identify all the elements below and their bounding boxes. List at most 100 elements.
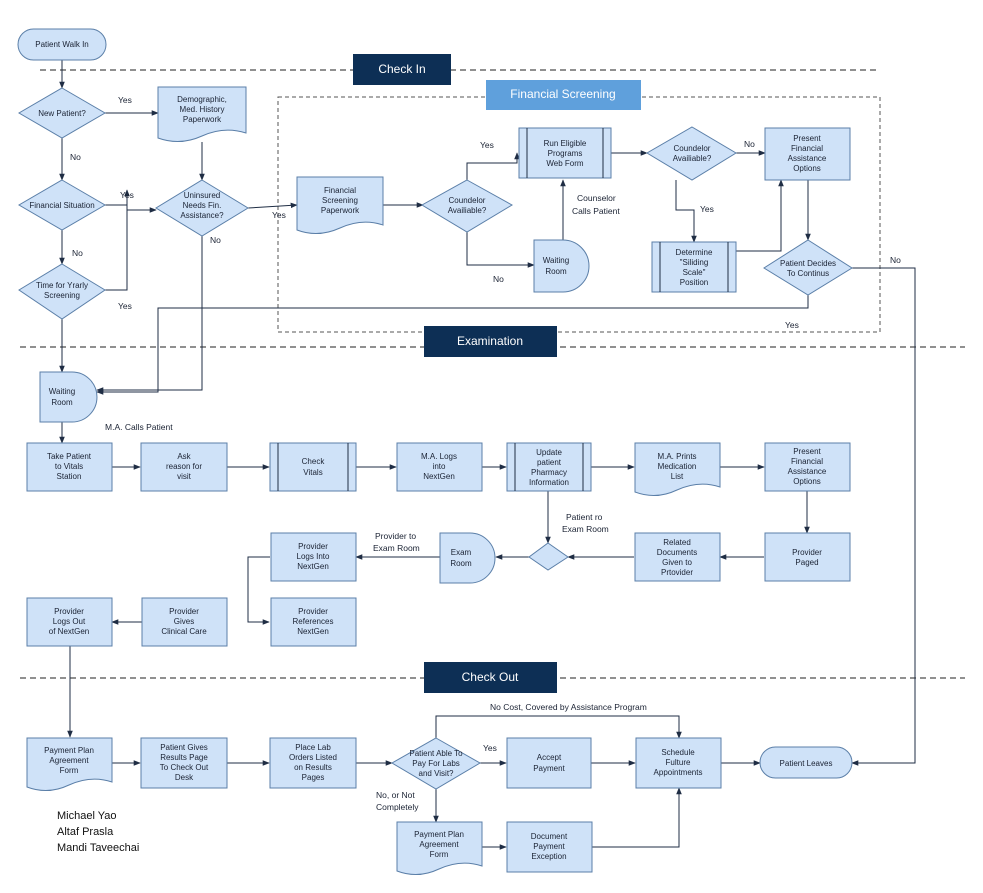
node-determine-line-3: Scale"	[683, 268, 706, 277]
node-provider-paged-line-2: Paged	[795, 558, 818, 567]
node-present-fin-1-line-1: Present	[793, 134, 821, 143]
node-waiting-room-2: Waiting Room	[39, 371, 98, 423]
node-waiting-room-2-line-1: Waiting	[49, 387, 75, 396]
node-accept-payment-line-1: Accept	[537, 753, 562, 762]
node-financial-situation-label: Financial Situation	[29, 201, 94, 210]
node-provider-gives-line-1: Provider	[169, 607, 199, 616]
node-ask-reason-line-2: reason for	[166, 462, 202, 471]
banner-financial-screening: Financial Screening	[486, 80, 641, 110]
node-place-lab-line-1: Place Lab	[295, 743, 331, 752]
node-present-fin-1: Present Financial Assistance Options	[764, 127, 851, 181]
node-provider-references: Provider References NextGen	[270, 597, 357, 647]
node-provider-logs-into-line-3: NextGen	[297, 562, 329, 571]
node-ma-logs-line-2: into	[433, 462, 446, 471]
node-counselor-2-line-1: Coundelor	[674, 144, 711, 153]
node-run-eligible: Run Eligible Programs Web Form	[518, 127, 612, 179]
node-provider-references-line-2: References	[293, 617, 334, 626]
label-yes-new-patient: Yes	[118, 95, 132, 105]
label-provider-to-exam-line-1: Provider to	[375, 531, 416, 541]
node-payment-plan-2-line-1: Payment Plan	[414, 830, 464, 839]
node-counselor-1-line-1: Coundelor	[449, 196, 486, 205]
node-document-payment-line-3: Exception	[531, 852, 566, 861]
author-2: Altaf Prasla	[57, 826, 114, 838]
node-patient-able-pay: Patient Able To Pay For Labs and Visit?	[391, 737, 481, 790]
node-demographic-paperwork: Demographic, Med. History Paperwork	[157, 86, 247, 142]
node-uninsured: Uninsured Needs Fin. Assistance?	[155, 179, 249, 237]
node-provider-logs-into-line-1: Provider	[298, 542, 328, 551]
node-ma-logs-line-3: NextGen	[423, 472, 455, 481]
author-1: Michael Yao	[57, 810, 117, 822]
node-provider-references-line-3: NextGen	[297, 627, 329, 636]
node-waiting-room-1: Waiting Room	[533, 239, 590, 293]
node-uninsured-line-3: Assistance?	[180, 211, 224, 220]
node-take-patient-line-3: Station	[57, 472, 82, 481]
node-waiting-room-1-line-2: Room	[545, 267, 567, 276]
node-new-patient: New Patient?	[18, 87, 106, 139]
label-no-counselor-2: No	[744, 139, 755, 149]
node-ma-prints-line-3: List	[671, 472, 684, 481]
node-provider-gives-line-3: Clinical Care	[161, 627, 207, 636]
node-patient-gives-results: Patient Gives Results Page To Check Out …	[140, 737, 228, 789]
node-place-lab-line-2: Orders Listed	[289, 753, 337, 762]
node-document-payment-line-1: Document	[531, 832, 568, 841]
node-patient-decides-line-1: Patient Decides	[780, 259, 836, 268]
node-present-fin-1-line-3: Assistance	[788, 154, 827, 163]
node-schedule-future-line-2: Fulture	[666, 758, 691, 767]
label-no-cost: No Cost, Covered by Assistance Program	[490, 702, 647, 712]
node-waiting-room-1-line-1: Waiting	[543, 256, 569, 265]
node-run-eligible-line-1: Run Eligible	[544, 139, 587, 148]
node-time-yearly: Time for Yrarly Screening	[18, 263, 106, 320]
node-patient-able-pay-line-2: Pay For Labs	[412, 759, 460, 768]
node-provider-logs-out-line-2: Logs Out	[53, 617, 86, 626]
node-fin-screening-line-2: Screening	[322, 196, 358, 205]
node-patient-leaves-label: Patient Leaves	[780, 759, 833, 768]
label-no-uninsured: No	[210, 235, 221, 245]
node-update-pharmacy-line-4: Information	[529, 478, 569, 487]
node-present-fin-2-line-2: Financial	[791, 457, 823, 466]
node-check-vitals-line-1: Check	[302, 457, 326, 466]
node-demographic-line-3: Paperwork	[183, 115, 222, 124]
node-related-docs-line-4: Prtovider	[661, 568, 693, 577]
node-determine-line-2: "Siliding	[680, 258, 709, 267]
label-patient-to-exam-line-1: Patient ro	[566, 512, 603, 522]
authors: Michael Yao Altaf Prasla Mandi Taveechai	[57, 810, 139, 854]
banner-examination-label: Examination	[457, 334, 523, 348]
node-payment-plan-1-line-2: Agreement	[49, 756, 89, 765]
node-provider-logs-into: Provider Logs Into NextGen	[270, 532, 357, 582]
node-payment-plan-1-line-3: Form	[60, 766, 79, 775]
node-patient-decides: Patient Decides To Continus	[763, 239, 853, 296]
node-ask-reason-line-3: visit	[177, 472, 192, 481]
node-patient-walk-in: Patient Walk In	[17, 28, 107, 61]
node-determine-sliding: Determine "Siliding Scale" Position	[651, 241, 737, 293]
node-provider-logs-out: Provider Logs Out of NextGen	[26, 597, 113, 647]
node-waiting-room-2-line-2: Room	[51, 398, 73, 407]
node-check-vitals-line-2: Vitals	[303, 468, 322, 477]
node-related-docs-line-3: Given to	[662, 558, 692, 567]
label-patient-to-exam-line-2: Exam Room	[562, 524, 609, 534]
node-update-pharmacy: Update patient Pharmacy Information	[506, 442, 592, 492]
node-document-payment-line-2: Payment	[533, 842, 565, 851]
label-yes-able-pay: Yes	[483, 743, 497, 753]
node-take-patient-line-1: Take Patient	[47, 452, 92, 461]
label-yes-counselor-2: Yes	[700, 204, 714, 214]
node-counselor-available-2: Coundelor Availiable?	[646, 126, 737, 181]
label-yes-uninsured: Yes	[272, 210, 286, 220]
node-provider-logs-into-line-2: Logs Into	[297, 552, 330, 561]
node-check-vitals: Check Vitals	[269, 442, 357, 492]
label-counselor-calls-line-1: Counselor	[577, 193, 616, 203]
node-patient-gives-line-1: Patient Gives	[160, 743, 208, 752]
node-payment-plan-2: Payment Plan Agreement Form	[396, 821, 483, 875]
node-financial-situation: Financial Situation	[18, 179, 106, 231]
node-exam-room: Exam Room	[439, 532, 496, 584]
label-no-fin-situation: No	[72, 248, 83, 258]
node-fin-screening-line-3: Paperwork	[321, 206, 360, 215]
node-ma-prints-line-1: M.A. Prints	[657, 452, 696, 461]
node-present-fin-2: Present Financial Assistance Options	[764, 442, 851, 492]
node-run-eligible-line-3: Web Form	[546, 159, 584, 168]
node-payment-plan-2-line-3: Form	[430, 850, 449, 859]
node-time-yearly-line-1: Time for Yrarly	[36, 281, 88, 290]
node-place-lab-line-4: Pages	[302, 773, 325, 782]
node-update-pharmacy-line-1: Update	[536, 448, 562, 457]
node-time-yearly-line-2: Screening	[44, 291, 80, 300]
node-demographic-line-2: Med. History	[180, 105, 225, 114]
